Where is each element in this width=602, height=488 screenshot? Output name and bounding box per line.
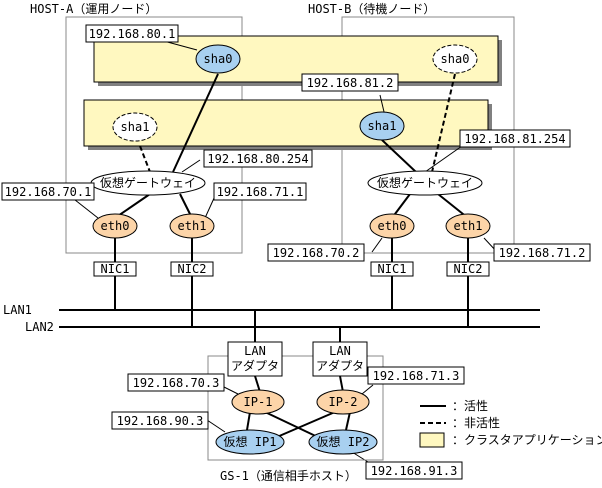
host-a-eth0-label: eth0 [101,219,130,233]
gs1-label: GS-1（通信相手ホスト） [220,469,357,483]
addr-host-b-sha1: 192.168.81.2 [307,76,394,90]
legend-cluster-app-label: ：クラスタアプリケーション [452,433,602,447]
lan-adapter-2-box [312,341,368,377]
host-b-eth1-node [445,213,491,239]
legend-cluster-app-swatch [419,432,445,448]
addr-host-b-eth0: 192.168.70.2 [273,246,360,260]
gs-vip1-node [215,429,285,455]
lan-adapter-1-box [227,341,283,377]
gs-vip2-node [308,429,378,455]
host-b-sha0-label: sha0 [441,52,470,66]
host-b-sha1-label: sha1 [368,119,397,133]
gs-ip1-node [231,389,285,415]
gs-ip2-node [316,389,370,415]
callout-boxes [1,24,591,480]
addr-host-a-eth1: 192.168.71.1 [217,185,304,199]
lan-adapter-2-line2: アダプタ [316,358,364,373]
addr-gs-ip1: 192.168.70.3 [133,376,220,390]
host-b-eth1-label: eth1 [454,219,483,233]
host-a-gateway-label: 仮想ゲートウェイ [100,175,196,190]
host-b-label: HOST-B（待機ノード） [308,1,435,16]
host-a-sha1-node [112,112,158,142]
host-a-nic2-label: NIC2 [178,262,207,276]
lan1-label: LAN1 [3,303,32,317]
gs-ip2-label: IP-2 [329,395,358,409]
host-b-eth0-node [369,213,415,239]
cluster-app-top [93,35,499,83]
addr-host-a-eth0: 192.168.70.1 [5,185,92,199]
lan-adapter-2-line1: LAN [329,344,351,358]
addr-host-a-sha0: 192.168.80.1 [89,27,176,41]
host-a-eth1-label: eth1 [178,219,207,233]
addr-gs-vip2: 192.168.91.3 [371,464,458,478]
addr-host-b-gateway: 192.168.81.254 [464,132,565,146]
host-b-gateway-node [367,170,483,196]
host-b-nic1-box [370,261,414,277]
lan2-label: LAN2 [25,320,54,334]
host-a-eth0-node [92,213,138,239]
host-a-sha0-node [195,44,241,74]
lan-adapter-1-line1: LAN [244,344,266,358]
gs-vip1-label: 仮想 IP1 [224,434,277,449]
host-a-sha1-label: sha1 [121,120,150,134]
addr-host-b-eth1: 192.168.71.2 [499,246,586,260]
host-b-nic2-box [446,261,490,277]
legend-active-label: ：活性 [452,399,488,413]
host-b-sha1-node [359,111,405,141]
host-a-nic2-box [170,261,214,277]
host-a-nic1-label: NIC1 [101,262,130,276]
host-b-nic2-label: NIC2 [454,262,483,276]
host-b-gateway-label: 仮想ゲートウェイ [377,175,473,190]
host-b-nic1-label: NIC1 [378,262,407,276]
inactive-lines [139,73,456,173]
addr-gs-ip2: 192.168.71.3 [373,369,460,383]
host-b-sha0-node [432,44,478,74]
host-a-eth1-node [169,213,215,239]
host-a-sha0-label: sha0 [204,52,233,66]
host-a-label: HOST-A（運用ノード） [30,2,157,16]
gs-vip2-label: 仮想 IP2 [317,434,370,449]
link-lines [59,73,540,441]
lan-adapter-1-line2: アダプタ [231,358,279,373]
host-a-nic1-box [93,261,137,277]
addr-gs-vip1: 192.168.90.3 [117,414,204,428]
gs1-frame [207,355,384,461]
host-b-eth0-label: eth0 [378,219,407,233]
addr-host-a-gateway: 192.168.80.254 [207,152,308,166]
legend-inactive-label: ：非活性 [452,416,500,430]
gs-ip1-label: IP-1 [244,395,273,409]
